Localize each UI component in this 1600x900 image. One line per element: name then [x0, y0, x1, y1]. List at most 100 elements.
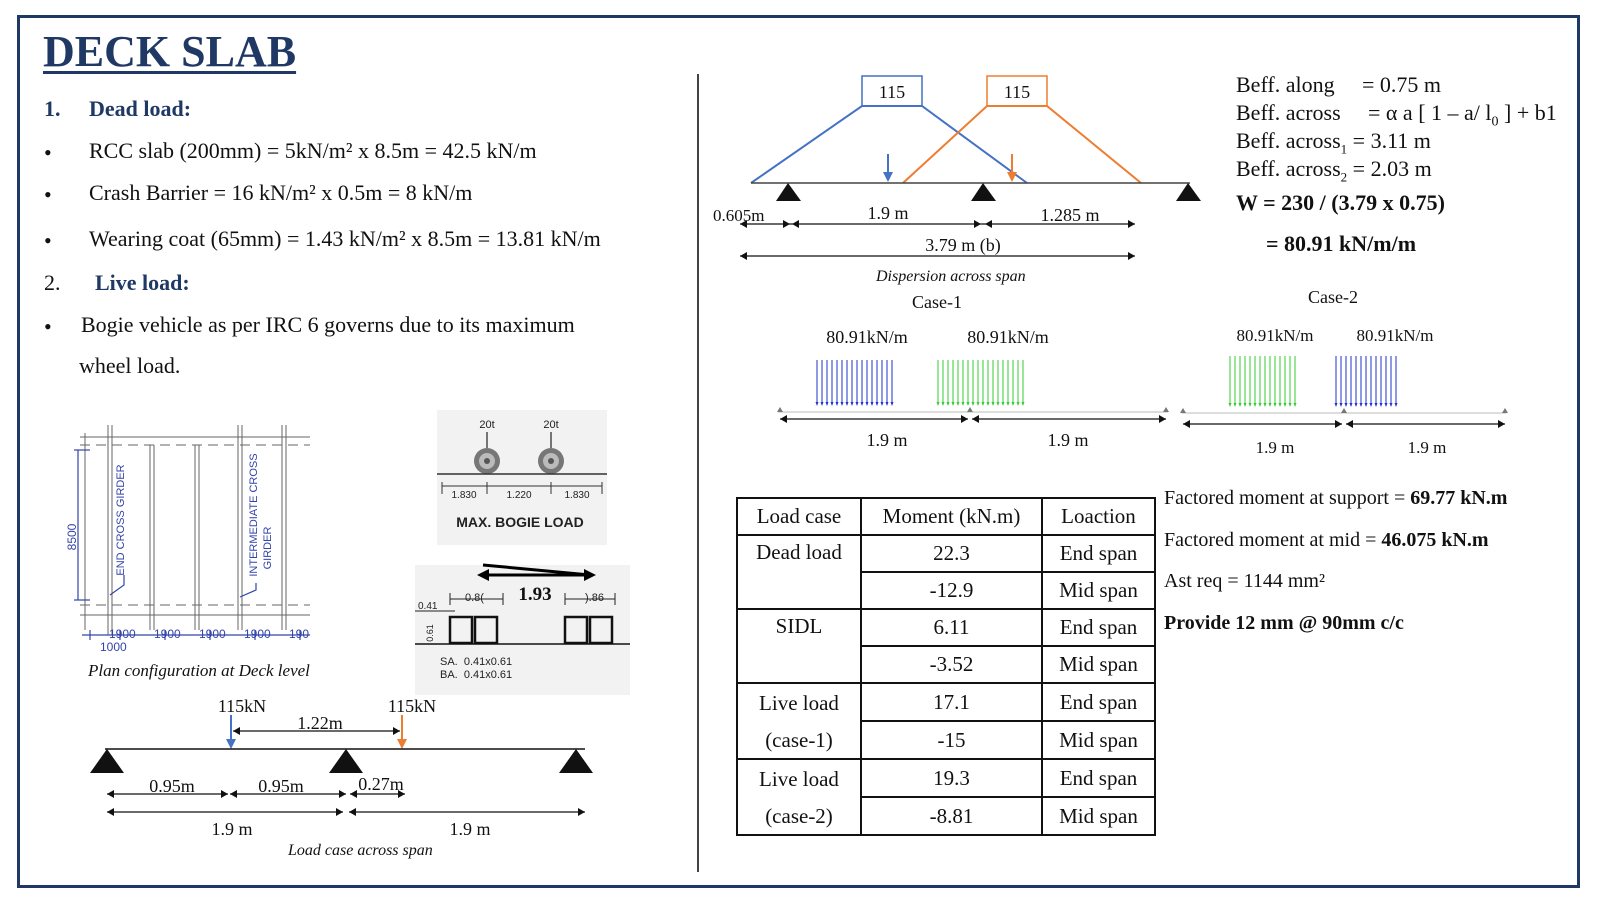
udl-arrowhead [1238, 403, 1242, 407]
beff-along-value: = 0.75 m [1362, 72, 1442, 97]
support-icon [90, 749, 124, 773]
live-load-text: Bogie vehicle as per IRC 6 governs due t… [81, 312, 575, 337]
udl-arrowhead [971, 402, 975, 406]
bogie-height-left: 0.41 [418, 601, 438, 612]
table-cell-moment: -12.9 [860, 571, 1043, 610]
table-cell-case: Live load(case-2) [736, 758, 862, 836]
page-title: DECK SLAB [43, 27, 297, 76]
support-icon [967, 407, 973, 412]
dead-load-number: 1. [44, 96, 61, 121]
support-icon [1163, 407, 1169, 412]
table-cell-moment: -15 [860, 720, 1043, 760]
result-ast: Ast req = 1144 mm² [1164, 570, 1325, 592]
udl-arrowhead [1394, 403, 1398, 407]
result-support: Factored moment at support = 69.77 kN.m [1164, 487, 1508, 509]
load-label: 115kN [218, 696, 266, 716]
udl-arrowhead [936, 402, 940, 406]
table-header: Load case [736, 497, 862, 536]
wheel-icon [538, 448, 564, 474]
table-cell-location: End span [1041, 534, 1156, 573]
udl-arrowhead [961, 402, 965, 406]
udl-arrowhead [1344, 403, 1348, 407]
load-dim: 0.95m [149, 776, 195, 796]
dispersion-dim: 1.285 m [1040, 205, 1099, 225]
end-cross-girder-label: END CROSS GIRDER [115, 464, 127, 575]
case-span: 1.9 m [1408, 438, 1447, 457]
udl-arrowhead [850, 402, 854, 406]
w-result: = 80.91 kN/m/m [1266, 231, 1417, 256]
udl-arrowhead [1006, 402, 1010, 406]
udl-arrowhead [1384, 403, 1388, 407]
udl-arrowhead [1293, 403, 1297, 407]
load-box [861, 75, 923, 107]
udl-arrowhead [1359, 403, 1363, 407]
intermediate-girder-label-2: GIRDER [262, 527, 274, 570]
case2-figure: 80.91kN/m 80.91kN/m 1.9 m 1.9 m [1180, 326, 1508, 457]
wheel-icon [474, 448, 500, 474]
table-cell-moment: -8.81 [860, 796, 1043, 836]
live-load-number: 2. [44, 270, 61, 295]
table-header: Moment (kN.m) [860, 497, 1043, 536]
table-cell-case: Dead load [736, 534, 862, 610]
beff-across1: Beff. across1 = 3.11 m [1236, 128, 1431, 157]
load-case-caption: Load case across span [288, 842, 433, 859]
load-dim: 0.27m [358, 774, 404, 794]
table-row: Live load(case-1) 17.1 End span [736, 682, 1156, 760]
udl-arrowhead [1354, 403, 1358, 407]
w-line: W = 230 / (3.79 x 0.75) [1236, 190, 1445, 215]
dispersion-load: 115 [1004, 82, 1030, 102]
table-cell-moment: 19.3 [860, 758, 1043, 798]
udl-arrowhead [1273, 403, 1277, 407]
load-span: 1.9 m [449, 819, 490, 839]
table-cell-location: Mid span [1041, 720, 1156, 760]
case1-title: Case-1 [912, 292, 962, 312]
table-row: -8.81 Mid span [737, 796, 1156, 836]
table-cell-moment: 6.11 [860, 608, 1043, 647]
udl-arrowhead [941, 402, 945, 406]
beff-across2: Beff. across2 = 2.03 m [1236, 156, 1432, 185]
beff-across-label: Beff. across [1236, 100, 1341, 125]
dispersion-caption: Dispersion across span [876, 268, 1026, 285]
udl-arrowhead [1389, 403, 1393, 407]
udl-arrowhead [815, 402, 819, 406]
udl-arrowhead [865, 402, 869, 406]
beff-along-label: Beff. along [1236, 72, 1335, 97]
bogie-load-label: 20t [543, 419, 558, 431]
bullet: • [44, 182, 52, 207]
plan-spacing: 1900 [154, 627, 181, 641]
udl-arrowhead [1288, 403, 1292, 407]
plan-spacing: 1900 [199, 627, 226, 641]
plan-spacing: 1900 [109, 627, 136, 641]
udl-arrowhead [1379, 403, 1383, 407]
udl-label: 80.91kN/m [826, 327, 908, 347]
result-provide: Provide 12 mm @ 90mm c/c [1164, 612, 1404, 634]
load-dim: 0.95m [258, 776, 304, 796]
bogie-load-label: 20t [479, 419, 494, 431]
udl-arrowhead [966, 402, 970, 406]
table-cell-case: SIDL [736, 608, 862, 684]
load-span: 1.9 m [211, 819, 252, 839]
support-icon [777, 407, 783, 412]
udl-arrowhead [835, 402, 839, 406]
table-cell-location: Mid span [1041, 796, 1156, 836]
load-label: 115kN [388, 696, 436, 716]
udl-arrowhead [875, 402, 879, 406]
bullet: • [44, 140, 52, 165]
bogie-ba: BA. 0.41x0.61 [440, 669, 512, 681]
udl-arrowhead [885, 402, 889, 406]
bogie-dim: 1.830 [564, 490, 589, 501]
dead-load-item: Crash Barrier = 16 kN/m² x 0.5m = 8 kN/m [89, 180, 473, 205]
plan-spacing: 1900 [244, 627, 271, 641]
bullet: • [44, 314, 52, 339]
udl-arrowhead [1253, 403, 1257, 407]
udl-arrowhead [845, 402, 849, 406]
table-cell-location: Mid span [1041, 571, 1156, 610]
support-icon [1502, 408, 1508, 413]
bogie-height-side: 0.61 [425, 624, 435, 642]
table-cell-location: Mid span [1041, 645, 1156, 684]
plan-configuration-figure: 8500 END CROSS GIRDER INTERMEDIATE CROSS… [65, 425, 310, 654]
plan-edge-dim: 1000 [100, 640, 127, 654]
bogie-detail-value: 1.93 [518, 584, 551, 605]
udl-arrowhead [1278, 403, 1282, 407]
udl-arrowhead [1248, 403, 1252, 407]
